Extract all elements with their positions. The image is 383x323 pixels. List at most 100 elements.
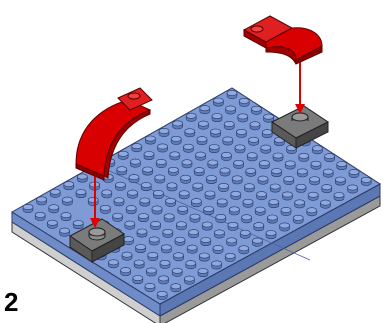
stud xyxy=(219,183,229,191)
stud xyxy=(145,136,155,144)
stud xyxy=(307,208,317,216)
stud xyxy=(148,252,158,260)
stud xyxy=(261,145,271,153)
stud xyxy=(100,205,110,213)
stud xyxy=(175,237,185,245)
stud xyxy=(23,204,33,212)
stud xyxy=(273,153,283,161)
stud xyxy=(211,129,221,137)
red-curved-slope-right xyxy=(244,16,322,64)
stud xyxy=(122,252,132,260)
stud xyxy=(171,284,181,292)
stud xyxy=(113,213,123,221)
stud xyxy=(189,230,199,238)
stud xyxy=(158,144,168,152)
stud xyxy=(167,183,177,191)
stud xyxy=(171,136,181,144)
stud xyxy=(62,197,72,205)
stud xyxy=(348,185,358,193)
stud xyxy=(130,159,140,167)
stud xyxy=(170,152,180,160)
stud xyxy=(249,137,259,145)
stud xyxy=(250,122,260,130)
stud xyxy=(159,128,169,136)
stud xyxy=(121,268,131,276)
stud xyxy=(88,197,98,205)
stud xyxy=(251,106,261,114)
stud xyxy=(209,145,219,153)
stud xyxy=(187,245,197,253)
stud xyxy=(197,137,207,145)
stud xyxy=(77,174,87,182)
stud xyxy=(60,228,70,236)
stud xyxy=(134,260,144,268)
stud xyxy=(213,245,223,253)
stud xyxy=(257,192,267,200)
stud xyxy=(206,176,216,184)
stud xyxy=(159,276,169,284)
stud xyxy=(229,207,239,215)
stud xyxy=(221,152,231,160)
stud xyxy=(166,198,176,206)
stud xyxy=(151,221,161,229)
stud xyxy=(299,153,309,161)
stud xyxy=(123,237,133,245)
stud xyxy=(272,169,282,177)
stud xyxy=(243,199,253,207)
stud xyxy=(252,238,262,246)
stud xyxy=(186,261,196,269)
stud xyxy=(227,90,237,98)
stud xyxy=(47,220,57,228)
stud xyxy=(168,167,178,175)
stud xyxy=(284,176,294,184)
stud xyxy=(281,207,291,215)
stud xyxy=(144,152,154,160)
stud xyxy=(164,214,174,222)
stud xyxy=(226,106,236,114)
stud xyxy=(202,222,212,230)
stud xyxy=(213,98,223,106)
stud xyxy=(228,222,238,230)
stud xyxy=(254,223,264,231)
stud xyxy=(217,199,227,207)
stud xyxy=(161,245,171,253)
stud xyxy=(49,205,59,213)
stud xyxy=(140,198,150,206)
stud xyxy=(137,229,147,237)
stud xyxy=(156,159,166,167)
stud xyxy=(181,175,191,183)
stud xyxy=(108,260,118,268)
stud xyxy=(200,106,210,114)
stud xyxy=(73,221,83,229)
stud xyxy=(141,183,151,191)
stud xyxy=(312,146,322,154)
stud xyxy=(270,184,280,192)
stud xyxy=(223,137,233,145)
stud xyxy=(244,184,254,192)
stud xyxy=(212,114,222,122)
stud xyxy=(247,153,257,161)
stud xyxy=(163,229,173,237)
stud xyxy=(201,238,211,246)
stud xyxy=(149,237,159,245)
stud xyxy=(35,212,45,220)
stud xyxy=(242,215,252,223)
stud xyxy=(296,184,306,192)
stud xyxy=(199,253,209,261)
stud xyxy=(239,98,249,106)
stud xyxy=(198,121,208,129)
stud xyxy=(323,169,333,177)
stud xyxy=(295,200,305,208)
stud xyxy=(224,121,234,129)
stud xyxy=(280,223,290,231)
stud xyxy=(117,167,127,175)
stud xyxy=(285,161,295,169)
stud xyxy=(179,191,189,199)
stud xyxy=(174,253,184,261)
stud xyxy=(246,168,256,176)
stud xyxy=(129,175,139,183)
stud xyxy=(334,193,344,201)
stud xyxy=(160,260,170,268)
stud xyxy=(153,190,163,198)
stud xyxy=(297,169,307,177)
